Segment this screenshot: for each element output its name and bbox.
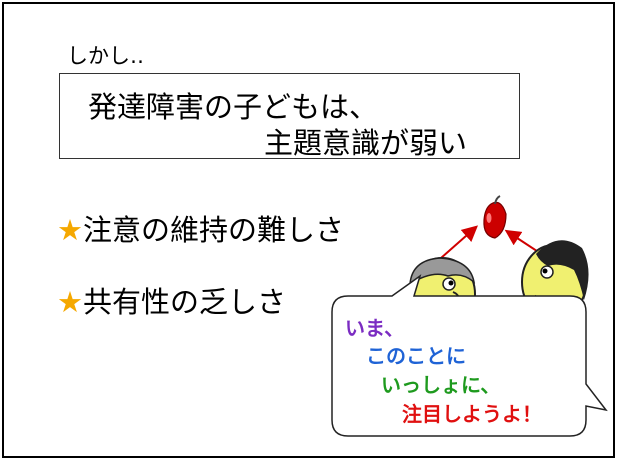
bubble-line-4: 注目しようよ！ <box>402 402 542 426</box>
bullet-text: 共有性の乏しさ <box>83 285 287 319</box>
bubble-line-1: いま、 <box>345 316 405 340</box>
theme-line-2: 主題意識が弱い <box>264 126 468 160</box>
star-icon: ★ <box>57 285 83 319</box>
bubble-line-3: いっしょに、 <box>381 373 501 397</box>
bubble-line-2: このことに <box>366 344 466 368</box>
star-icon: ★ <box>57 213 83 247</box>
speech-bubble <box>331 274 608 437</box>
bullet-attention: ★注意の維持の難しさ <box>57 207 344 249</box>
theme-line-1: 発達障害の子どもは、 <box>88 90 379 124</box>
theme-box: 発達障害の子どもは、 主題意識が弱い <box>59 73 520 160</box>
bullet-sharing: ★共有性の乏しさ <box>57 279 286 321</box>
bullet-text: 注意の維持の難しさ <box>83 213 345 247</box>
fruit-icon <box>483 195 507 239</box>
intro-text: しかし‥ <box>67 44 145 68</box>
arrow-left-to-fruit <box>440 225 478 259</box>
